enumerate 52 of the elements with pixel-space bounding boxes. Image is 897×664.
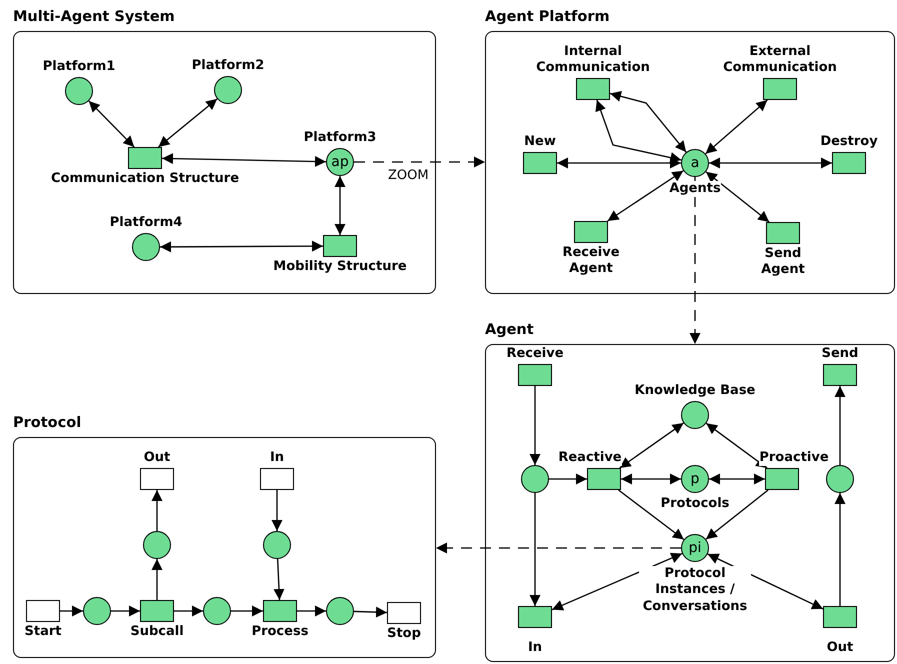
place-circle: pi bbox=[681, 534, 709, 562]
arrow bbox=[607, 170, 684, 222]
arrow bbox=[354, 606, 388, 618]
place-circle: p bbox=[681, 465, 709, 493]
node-label: Destroy bbox=[820, 134, 878, 150]
arrow bbox=[705, 100, 768, 154]
arrow bbox=[595, 100, 682, 163]
arrow bbox=[549, 474, 587, 484]
panel-title: Agent Platform bbox=[485, 9, 610, 25]
arrow bbox=[174, 606, 203, 616]
panel-title: Protocol bbox=[13, 415, 82, 431]
place-circle: a bbox=[681, 149, 709, 177]
dashed-arrow bbox=[354, 156, 485, 168]
arrow bbox=[152, 490, 162, 531]
arrow bbox=[557, 158, 681, 168]
node-label: Mobility Structure bbox=[273, 259, 407, 276]
arrow bbox=[552, 552, 682, 610]
arrow bbox=[274, 558, 284, 600]
panel-title: Multi-Agent System bbox=[13, 9, 175, 25]
arrow bbox=[334, 176, 346, 235]
arrow bbox=[231, 606, 263, 616]
arrow bbox=[834, 493, 846, 606]
arrow bbox=[610, 90, 687, 153]
arrow bbox=[621, 474, 681, 484]
arrow bbox=[706, 171, 770, 222]
arrow bbox=[834, 386, 846, 465]
node-label: Knowledge Base bbox=[634, 382, 756, 399]
arrow bbox=[709, 474, 765, 484]
arrow bbox=[272, 490, 282, 531]
dashed-arrow bbox=[690, 177, 700, 344]
node-label: Proactive bbox=[759, 450, 829, 466]
arrow bbox=[706, 490, 769, 540]
arrow bbox=[160, 240, 323, 252]
arrow bbox=[158, 98, 218, 148]
arrow bbox=[152, 559, 162, 600]
arrow bbox=[706, 422, 768, 469]
arrow bbox=[530, 386, 540, 465]
node-label: Stop bbox=[387, 626, 421, 642]
arrow bbox=[88, 100, 135, 148]
dashed-arrow bbox=[436, 542, 681, 554]
arrow bbox=[111, 606, 140, 616]
panel-title: Agent bbox=[485, 322, 534, 338]
arrow bbox=[618, 489, 684, 540]
arrow bbox=[530, 493, 540, 606]
node-label: Agents bbox=[669, 181, 721, 198]
arrow bbox=[709, 158, 832, 168]
arrow bbox=[162, 153, 326, 167]
place-circle: ap bbox=[326, 148, 354, 176]
arrow bbox=[619, 422, 684, 469]
arrow bbox=[60, 606, 83, 616]
node-label: Reactive bbox=[558, 450, 622, 466]
arrow bbox=[297, 606, 326, 616]
